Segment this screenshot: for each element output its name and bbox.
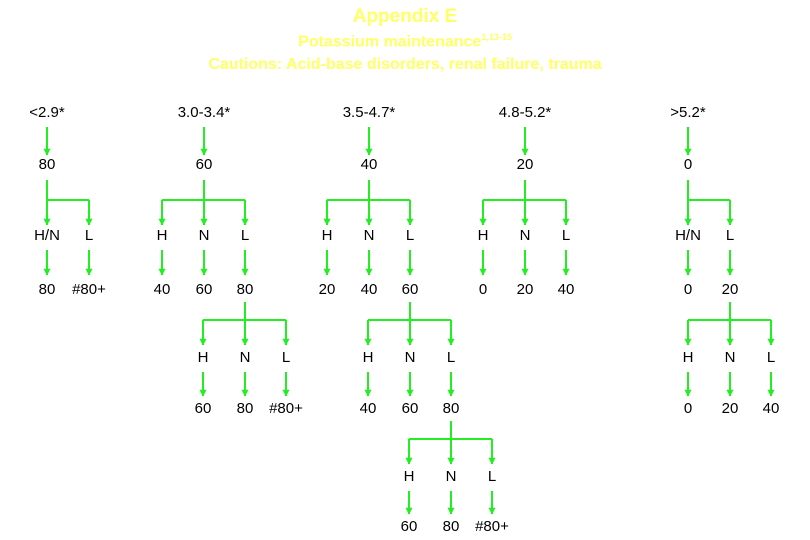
column-4-result-0: 0 [684,281,692,298]
column-1-next-level-2: L [282,349,290,366]
column-3-result-0: 0 [479,281,487,298]
subtitle-text: Potassium maintenance [298,33,482,51]
column-1-next-level-0: H [198,349,209,366]
column-4-result-1: 20 [722,281,739,298]
column-1-result-1: 60 [196,281,213,298]
column-3-range-label: 4.8-5.2* [499,104,552,121]
column-2-next-next-result-2: #80+ [475,518,509,535]
column-2-result-2: 60 [402,281,419,298]
column-2-level-1: N [364,227,375,244]
column-2-next-next-result-0: 60 [401,518,418,535]
column-0-range-label: <2.9* [29,104,65,121]
column-2-level-2: L [406,227,414,244]
column-2-next-result-0: 40 [360,400,377,417]
column-0-dose: 80 [39,156,56,173]
column-4-next-level-1: N [725,349,736,366]
page-title: Appendix E [352,6,458,27]
column-4-next-result-2: 40 [763,400,780,417]
column-4-next-result-1: 20 [722,400,739,417]
column-1-result-2: 80 [237,281,254,298]
column-3-dose: 20 [517,156,534,173]
column-1-next-level-1: N [240,349,251,366]
column-1-next-result-0: 60 [195,400,212,417]
column-0-level-0: H/N [34,227,60,244]
column-2-next-result-2: 80 [443,400,460,417]
column-3-result-2: 40 [558,281,575,298]
column-4-level-1: L [726,227,734,244]
column-1-dose: 60 [196,156,213,173]
column-1-level-1: N [199,227,210,244]
column-3-level-0: H [478,227,489,244]
column-1-level-2: L [241,227,249,244]
column-4-range-label: >5.2* [670,104,706,121]
column-2-next-level-2: L [447,349,455,366]
column-2-dose: 40 [361,156,378,173]
column-2-next-next-level-0: H [404,468,415,485]
subtitle-reference: 1,13-15 [481,32,512,42]
column-1-next-result-1: 80 [237,400,254,417]
column-1-range-label: 3.0-3.4* [178,104,231,121]
column-4-next-level-0: H [683,349,694,366]
column-2-result-1: 40 [361,281,378,298]
column-0-result-1: #80+ [72,281,106,298]
column-2-next-result-1: 60 [402,400,419,417]
column-2-next-next-level-2: L [488,468,496,485]
column-4-next-level-2: L [767,349,775,366]
column-0-level-1: L [85,227,93,244]
column-3-level-1: N [520,227,531,244]
column-4-next-result-0: 0 [684,400,692,417]
column-2-next-next-level-1: N [446,468,457,485]
column-3-level-2: L [562,227,570,244]
column-4-dose: 0 [684,156,692,173]
column-1-result-0: 40 [154,281,171,298]
column-2-next-level-1: N [405,349,416,366]
column-2-result-0: 20 [319,281,336,298]
column-2-next-level-0: H [363,349,374,366]
column-3-result-1: 20 [517,281,534,298]
column-4-level-0: H/N [675,227,701,244]
column-1-level-0: H [157,227,168,244]
subtitle: Potassium maintenance1,13-15 [0,32,810,51]
column-2-range-label: 3.5-4.7* [343,104,396,121]
column-1-next-result-2: #80+ [269,400,303,417]
column-0-result-0: 80 [39,281,56,298]
column-2-level-0: H [322,227,333,244]
column-2-next-next-result-1: 80 [443,518,460,535]
cautions-line: Cautions: Acid-base disorders, renal fai… [208,56,602,73]
